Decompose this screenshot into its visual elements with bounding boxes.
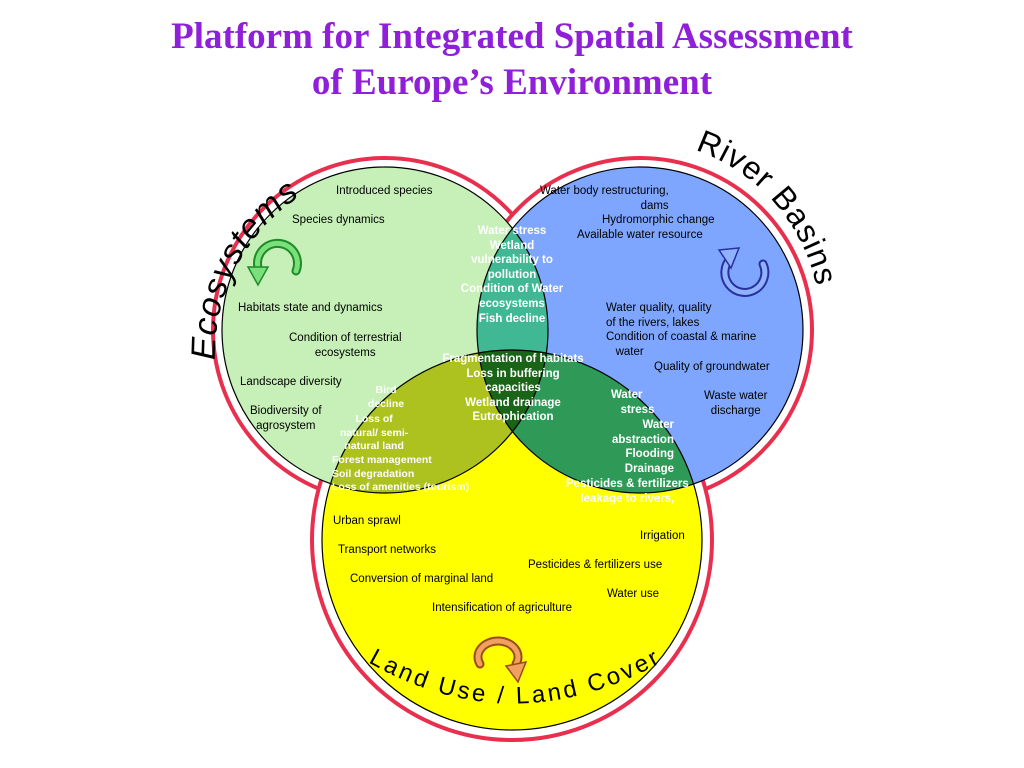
land-transport: Transport networks — [338, 544, 436, 556]
eco-river-items: Water stress Wetland vulnerability to po… — [460, 225, 564, 325]
land-conversion: Conversion of marginal land — [350, 573, 494, 585]
page-title: Platform for Integrated Spatial Assessme… — [0, 14, 1024, 106]
land-intensification: Intensification of agriculture — [432, 602, 572, 614]
river-waste-water: Waste water discharge — [704, 390, 768, 417]
title-line-1: Platform for Integrated Spatial Assessme… — [171, 16, 853, 57]
eco-land-loss-natural: Loss of natural/ semi- natural land — [340, 413, 409, 452]
cycle-arrows-green-icon — [246, 238, 303, 287]
eco-land-bird-decline: Bird decline — [367, 384, 405, 410]
river-restructuring: Water body restructuring, dams — [540, 185, 669, 212]
cycle-arrows-orange-icon — [473, 636, 528, 684]
river-hydromorphic: Hydromorphic change — [602, 214, 715, 226]
eco-habitats: Habitats state and dynamics — [238, 302, 383, 314]
eco-land-forest-soil-amenities: Forest management Soil degradation Loss … — [332, 454, 470, 493]
title-line-2: of Europe’s Environment — [311, 62, 713, 103]
eco-introduced-species: Introduced species — [336, 185, 433, 197]
cycle-arrows-blue-icon — [717, 247, 770, 297]
river-land-overlap — [477, 350, 702, 493]
river-water-quality: Water quality, quality of the rivers, la… — [606, 302, 757, 358]
river-land-abstraction-flooding: Water abstraction Flooding Drainage — [612, 419, 674, 475]
eco-condition-terrestrial: Condition of terrestrial ecosystems — [289, 332, 402, 359]
land-pesticides-use: Pesticides & fertilizers use — [528, 559, 663, 571]
eco-biodiversity-agrosystem: Biodiversity of agrosystem — [250, 405, 322, 432]
land-irrigation: Irrigation — [640, 530, 685, 542]
center-items: Fragmentation of habitats Loss in buffer… — [442, 353, 584, 424]
eco-species-dynamics: Species dynamics — [292, 214, 385, 226]
eco-landscape-diversity: Landscape diversity — [240, 376, 342, 388]
land-urban-sprawl: Urban sprawl — [333, 515, 401, 527]
river-groundwater: Quality of groundwater — [654, 361, 770, 373]
river-land-pesticides-leakage: Pesticides & fertilizers leakage to rive… — [566, 478, 689, 505]
river-land-water-stress: Water stress — [611, 389, 655, 416]
river-available-water: Available water resource — [577, 229, 703, 241]
land-water-use: Water use — [607, 588, 659, 600]
eco-land-overlap — [322, 350, 548, 493]
